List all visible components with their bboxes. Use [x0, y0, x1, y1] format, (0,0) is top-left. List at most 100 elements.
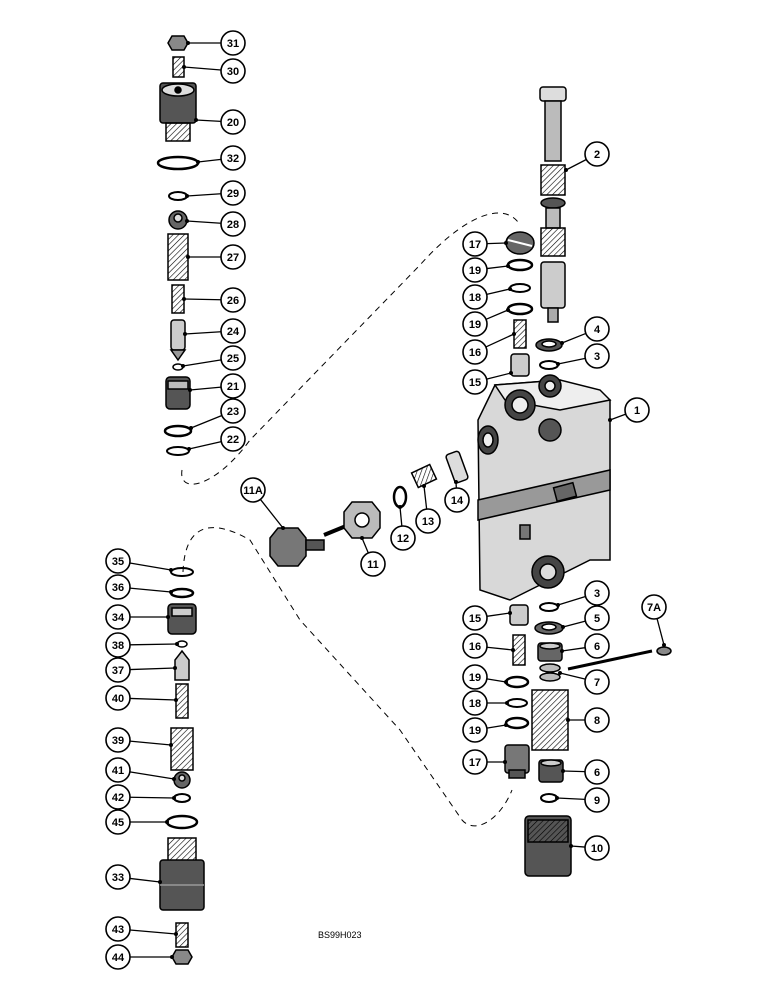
callout-31: 31 — [186, 30, 246, 56]
leader-line — [399, 506, 403, 527]
part-11-plug — [343, 501, 381, 539]
part-33-cap — [159, 837, 205, 911]
leader-line — [186, 220, 222, 224]
leader-line — [129, 740, 172, 746]
callout-label: 11 — [367, 559, 379, 571]
part-2-spool — [539, 86, 567, 323]
callout-label: 36 — [112, 582, 124, 594]
callout-12: 12 — [390, 505, 416, 551]
callout-label: 3 — [594, 351, 600, 363]
callout-37: 37 — [105, 657, 177, 683]
part-28-seat — [168, 210, 188, 230]
part-14-poppet — [445, 450, 469, 484]
leader-line — [129, 771, 175, 780]
leader-arrow — [174, 932, 178, 936]
callout-circle — [360, 551, 386, 577]
callout-5: 5 — [561, 605, 610, 631]
callout-label: 27 — [227, 252, 239, 264]
callout-circle — [105, 632, 131, 658]
part-40-spring — [175, 683, 189, 719]
leader-arrow — [564, 168, 568, 172]
callout-label: 15 — [469, 613, 481, 625]
leader-line — [129, 667, 176, 671]
callout-44: 44 — [105, 944, 174, 970]
callout-circle — [105, 685, 131, 711]
callout-circle — [462, 339, 488, 365]
callout-45: 45 — [105, 809, 169, 835]
leader-line — [656, 618, 665, 646]
part-27-spring — [167, 233, 189, 281]
leader-arrow — [182, 65, 186, 69]
leader-arrow — [569, 844, 573, 848]
callout-circle — [220, 30, 246, 56]
callout-label: 45 — [112, 817, 124, 829]
callout-circle — [462, 717, 488, 743]
callout-circle — [415, 508, 441, 534]
leader-arrow — [173, 666, 177, 670]
callout-25: 25 — [181, 345, 246, 371]
callout-circle — [584, 707, 610, 733]
leader-arrow — [506, 264, 510, 268]
callout-circle — [220, 244, 246, 270]
leader-line — [486, 646, 514, 651]
callout-circle — [584, 759, 610, 785]
leader-arrow — [185, 219, 189, 223]
callout-circle — [220, 398, 246, 424]
callout-19: 19 — [462, 257, 510, 283]
callout-label: 23 — [227, 406, 239, 418]
part-44-nut — [171, 949, 193, 965]
leader-line — [609, 413, 626, 421]
leader-line — [184, 331, 222, 335]
callout-label: 24 — [227, 326, 240, 338]
callout-28: 28 — [185, 211, 246, 237]
part-41-seat — [173, 771, 191, 789]
leader-arrow — [169, 743, 173, 747]
callout-circle — [462, 690, 488, 716]
leader-line — [190, 414, 223, 429]
leader-arrow — [196, 160, 200, 164]
callout-30: 30 — [182, 58, 246, 84]
part-29-ring — [168, 191, 188, 201]
callout-label: 16 — [469, 641, 481, 653]
callout-circle — [462, 369, 488, 395]
callout-circle — [584, 316, 610, 342]
callout-label: 7A — [647, 602, 661, 614]
callout-label: 20 — [227, 117, 239, 129]
callout-15: 15 — [462, 605, 512, 631]
callout-circle — [444, 487, 470, 513]
callout-label: 35 — [112, 556, 124, 568]
callout-27: 27 — [186, 244, 246, 270]
callout-label: 18 — [469, 292, 481, 304]
callout-label: 14 — [451, 495, 464, 507]
leader-line — [570, 845, 586, 848]
callout-7: 7 — [558, 669, 610, 695]
callout-label: 8 — [594, 715, 600, 727]
callout-15: 15 — [462, 369, 513, 395]
part-18-ring — [509, 283, 531, 293]
leader-line — [561, 647, 586, 652]
leader-arrow — [398, 505, 402, 509]
callout-label: 17 — [469, 757, 481, 769]
callout-circle — [105, 727, 131, 753]
callout-8: 8 — [566, 707, 610, 733]
leader-line — [557, 357, 586, 365]
leader-arrow — [422, 484, 426, 488]
leader-arrow — [194, 118, 198, 122]
upper-check-parts — [505, 231, 563, 377]
part-19-ring-b — [506, 302, 534, 316]
leader-line — [561, 332, 587, 344]
part-37-poppet — [174, 649, 190, 681]
leader-line — [565, 158, 587, 171]
callout-10: 10 — [569, 835, 610, 861]
leader-line — [183, 298, 222, 301]
leader-arrow — [504, 680, 508, 684]
callout-39: 39 — [105, 727, 173, 753]
callout-21: 21 — [188, 373, 246, 399]
leader-arrow — [506, 308, 510, 312]
callout-23: 23 — [189, 398, 246, 430]
callout-circle — [462, 231, 488, 257]
leader-line — [486, 288, 511, 295]
leader-line — [259, 499, 284, 529]
callout-label: 7 — [594, 677, 600, 689]
part-19-ring-c — [504, 675, 530, 689]
